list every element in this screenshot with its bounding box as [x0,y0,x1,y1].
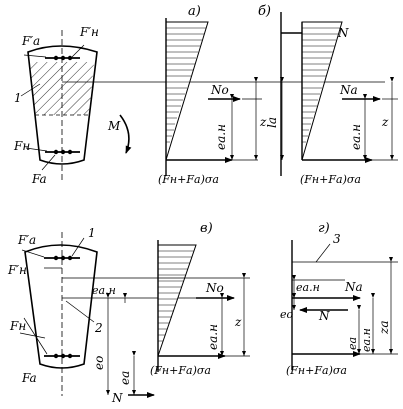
label-bottom-callout-2: 2 [94,321,103,335]
label-bottom-e-an: eа.н [92,284,116,297]
label-b-z: z [381,115,389,129]
label-v-bottom: (Fн+Fа)σа [150,364,211,377]
top-cross-section [20,30,385,180]
label-b-na: Na [339,83,358,97]
label-b-bottom: (Fн+Fа)σа [300,173,361,186]
label-moment: M [107,119,121,133]
label-g-na: Na [344,280,363,294]
label-bottom-fn: Fн [9,319,26,333]
label-g-bottom: (Fн+Fа)σа [286,364,347,377]
label-v-no: No [205,281,224,295]
label-bottom-n: N [111,391,123,405]
bottom-cross-section [19,232,232,398]
label-g-z-a: zа [377,321,391,335]
label-v-z: z [234,315,242,329]
label-b-la: la [265,117,279,128]
label-panel-b: б) [258,4,271,19]
label-g-e-o: eo [280,308,294,321]
top-section-outline [27,45,98,165]
label-b-e-an: eа.н [349,124,363,150]
label-a-e-an: eа.н [214,124,228,150]
label-g-n: N [318,309,330,323]
label-bottom-callout-1: 1 [88,226,96,240]
label-bottom-e-o: eo [92,356,106,370]
label-g-e-an-2: eа.н [360,328,373,352]
label-g-e-an: eа.н [296,281,320,294]
label-b-n: N [337,26,349,40]
label-panel-v: в) [200,221,213,236]
label-a-no: No [210,83,229,97]
label-panel-a: а) [188,4,201,19]
label-a-z: z [259,115,267,129]
label-panel-g: г) [318,221,330,236]
label-bottom-fn-prime: F′н [7,263,27,277]
label-top-fa-prime: F′a [21,34,40,48]
diagram-v [62,240,250,372]
stress-triangle-v [157,244,197,357]
diagram-g [291,240,398,370]
moment-arrow [119,114,132,154]
label-v-e-an: eа.н [206,324,220,350]
label-bottom-e-a: eа [118,371,132,385]
label-g-callout-3: 3 [333,232,341,246]
label-top-callout-1: 1 [14,91,22,105]
label-top-fn: Fн [13,139,30,153]
label-top-fa: Fa [31,172,47,186]
stress-triangle-b [301,21,343,161]
label-bottom-fa-prime: F′a [17,233,36,247]
bottom-section-outline [24,244,98,369]
label-a-bottom: (Fн+Fа)σа [158,173,219,186]
stress-triangle-a [165,21,209,161]
diagram-b [280,12,398,176]
label-g-e-a: eа [346,337,359,350]
label-bottom-fa: Fa [21,371,37,385]
diagram-a [165,18,262,176]
label-top-fn-prime: F′н [79,25,99,39]
